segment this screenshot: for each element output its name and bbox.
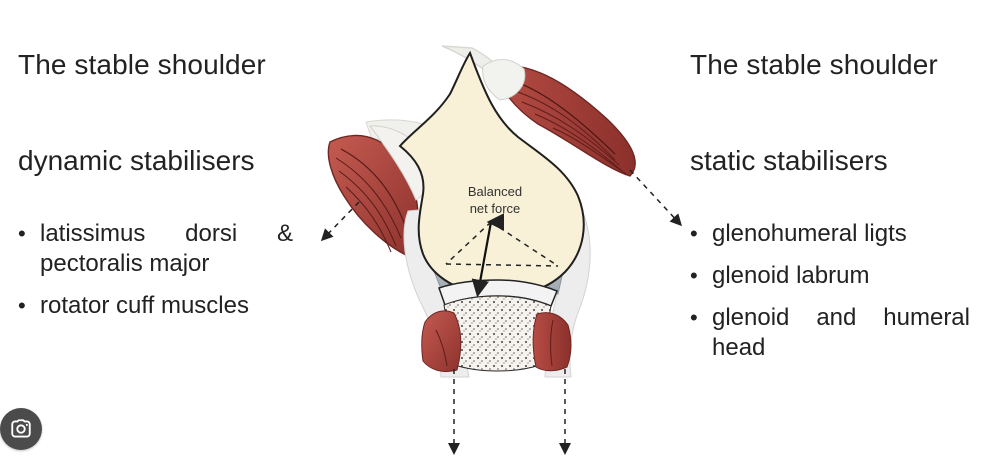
- humeral-head: [398, 50, 585, 297]
- right-item-glenohumeral-ligaments: glenohumeral ligts: [712, 220, 907, 247]
- left-list-item: rotator cuff muscles: [18, 291, 293, 321]
- left-list: latissimus dorsi & pectoralis major rota…: [18, 219, 293, 333]
- right-list-item: glenohumeral ligts: [690, 219, 970, 249]
- upper-muscle-group: [482, 59, 636, 177]
- left-item-rotator-cuff: rotator cuff muscles: [40, 292, 249, 319]
- right-item-glenoid-humeral-head: glenoid and humeral head: [712, 304, 970, 361]
- lens-button[interactable]: [0, 408, 42, 450]
- right-item-glenoid-labrum: glenoid labrum: [712, 262, 870, 289]
- external-arrows: [320, 169, 682, 455]
- right-subtitle: static stabilisers: [690, 145, 888, 176]
- left-subtitle: dynamic stabilisers: [18, 145, 255, 176]
- right-list: glenohumeral ligts glenoid labrum glenoi…: [690, 219, 970, 375]
- left-muscle-group: [327, 125, 433, 257]
- right-list-item: glenoid labrum: [690, 261, 970, 291]
- right-title: The stable shoulder: [690, 49, 938, 80]
- shoulder-diagram-svg: Balanced net force: [320, 45, 682, 455]
- force-lines: [445, 213, 559, 298]
- left-title: The stable shoulder: [18, 49, 266, 80]
- lens-search-icon: [11, 419, 31, 438]
- glenoid-region: [421, 279, 572, 373]
- diagram-label-line-2: net force: [470, 201, 521, 216]
- left-list-item: latissimus dorsi & pectoralis major: [18, 219, 293, 279]
- left-item-latissimus: latissimus dorsi & pectoralis major: [40, 220, 293, 277]
- right-list-item: glenoid and humeral head: [690, 303, 970, 363]
- shoulder-diagram: Balanced net force: [292, 36, 682, 456]
- diagram-label-line-1: Balanced: [468, 184, 522, 199]
